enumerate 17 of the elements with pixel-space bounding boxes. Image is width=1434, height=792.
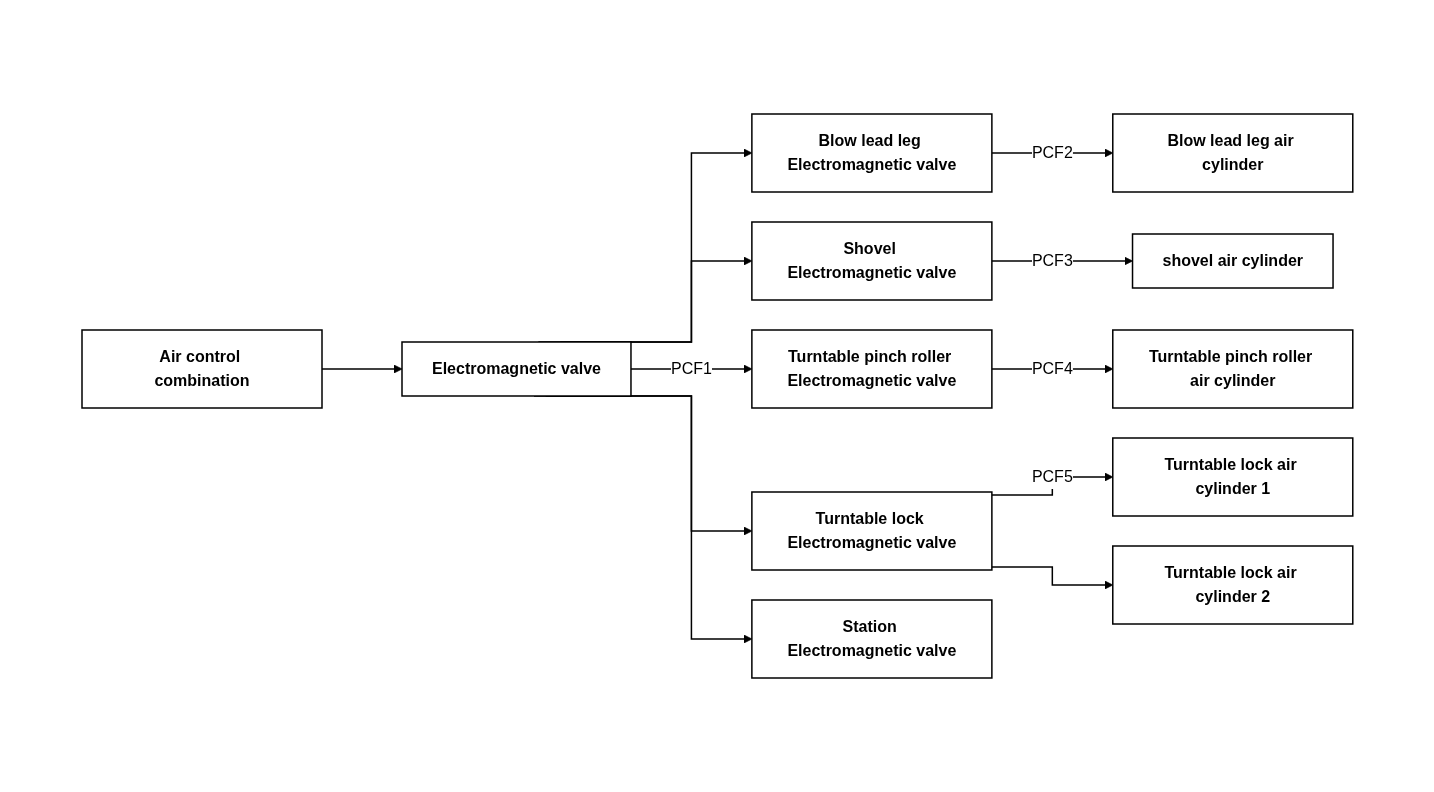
edge-label: PCF1 — [670, 360, 712, 377]
node-box: Turntable lock Electromagnetic valve — [750, 491, 993, 571]
node-box: Turntable lock air cylinder 1 — [1111, 437, 1354, 517]
node-box: Blow lead leg Electromagnetic valve — [750, 113, 993, 193]
node-box: Blow lead leg air cylinder — [1111, 113, 1354, 193]
node-box: shovel air cylinder — [1131, 233, 1334, 289]
edge-label: PCF2 — [1031, 144, 1073, 161]
node-box: Air control combination — [80, 329, 323, 409]
edge-label: PCF4 — [1031, 360, 1073, 377]
node-box: Turntable pinch roller Electromagnetic valve — [750, 329, 993, 409]
edge-label: PCF3 — [1031, 252, 1073, 269]
node-box: Electromagnetic valve — [400, 341, 632, 397]
node-box: Turntable pinch roller air cylinder — [1111, 329, 1354, 409]
node-box: Turntable lock air cylinder 2 — [1111, 545, 1354, 625]
node-box: Shovel Electromagnetic valve — [750, 221, 993, 301]
node-box: Station Electromagnetic valve — [750, 599, 993, 679]
edge-label: PCF5 — [1031, 468, 1073, 485]
